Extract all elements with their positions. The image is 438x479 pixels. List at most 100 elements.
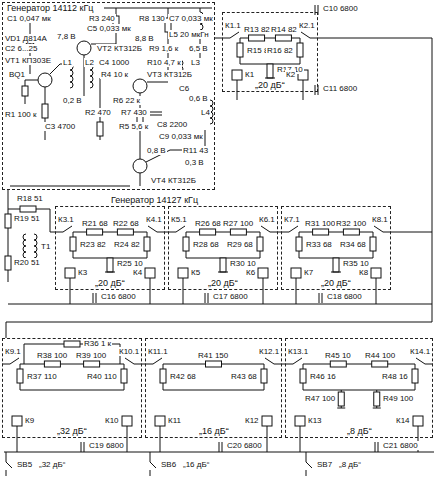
wire [134, 364, 142, 365]
part-label: R6 22 к [112, 96, 141, 105]
schematic-stroke [150, 112, 162, 115]
part-label: К13 [307, 416, 323, 425]
module-title: „20 дБ“ [320, 278, 352, 288]
schematic-stroke [5, 256, 11, 270]
wire [293, 358, 302, 364]
part-label: C21 6800 [382, 441, 419, 450]
part-label: R35 10 [342, 259, 370, 268]
part-label: К11.1 [147, 347, 169, 356]
part-label: BQ1 [8, 70, 26, 79]
resistor-symbol [12, 416, 22, 426]
schematic-stroke [23, 234, 37, 258]
schematic-stroke [4, 38, 434, 452]
wire [222, 442, 223, 452]
part-label: К5.1 [170, 215, 188, 224]
resistor-symbol [267, 64, 273, 78]
wire [6, 452, 7, 462]
part-label: L5 20 мкГн [168, 30, 210, 39]
part-label: R22 68 [112, 219, 140, 228]
part-label: К6.1 [258, 215, 276, 224]
resistor-symbol [183, 237, 189, 251]
part-label: „32 дБ“ [38, 460, 66, 469]
resistor-symbol [65, 268, 75, 278]
part-label: R44 100 [364, 351, 396, 360]
part-label: R30 10 [229, 259, 257, 268]
part-label: C3 4700 [44, 122, 76, 131]
schematic-stroke [77, 41, 91, 55]
part-label: R24 82 [113, 240, 141, 249]
part-label: C4 1000 [98, 58, 130, 67]
wire [265, 78, 275, 79]
wire [378, 442, 379, 452]
part-label: R32 100 [335, 219, 367, 228]
part-label: R26 68 [194, 219, 222, 228]
resistor-symbol [220, 258, 226, 272]
part-label: R2 470 [84, 108, 112, 117]
wire [263, 278, 264, 304]
part-label: R29 68 [226, 240, 254, 249]
schematic-stroke [4, 304, 434, 452]
part-label: 7,8 В [56, 32, 77, 41]
resistor-symbol [343, 229, 359, 235]
resistor-symbol [330, 361, 346, 367]
part-label: SB5 [16, 460, 33, 469]
part-label: C2 6...25 [4, 44, 38, 53]
part-label: К5 [190, 268, 201, 277]
schematic-stroke [133, 159, 147, 173]
part-label: 6,5 В [188, 44, 209, 53]
schematic-stroke [6, 38, 432, 338]
part-label: C16 6800 [100, 292, 137, 301]
resistor-symbol [374, 392, 380, 406]
wire [160, 426, 161, 452]
part-label: R1 100 к [4, 110, 38, 119]
resistor-symbol [313, 229, 329, 235]
resistor-symbol [296, 237, 302, 251]
wire [219, 442, 220, 452]
part-label: R48 16 [381, 372, 409, 381]
part-label: R31 100 [304, 219, 336, 228]
part-label: К7.1 [283, 215, 301, 224]
wire [237, 80, 238, 100]
module-title: „8 дБ“ [346, 426, 373, 436]
wire [183, 278, 184, 304]
part-label: R3 240 [88, 14, 116, 23]
part-label: C19 6800 [88, 441, 125, 450]
wire [306, 470, 307, 476]
wire [6, 470, 7, 476]
part-label: Генератор 14127 кГц [110, 195, 199, 205]
wire [337, 408, 345, 409]
part-label: К4 [132, 268, 143, 277]
part-label: L1 [62, 58, 73, 67]
part-label: К4.1 [145, 215, 163, 224]
wire [150, 452, 151, 462]
resistor-symbol [370, 237, 376, 251]
resistor-symbol [371, 268, 381, 278]
schematic-stroke [97, 122, 103, 136]
wire [84, 442, 85, 452]
part-label: R10 4,7 к [146, 58, 182, 67]
resistor-symbol [262, 416, 272, 426]
wire [319, 293, 320, 303]
part-label: R38 100 [36, 351, 68, 360]
wire [55, 232, 63, 233]
resistor-symbol [275, 35, 291, 41]
resistor-symbol [160, 369, 166, 383]
part-label: C6 [178, 84, 190, 93]
part-label: К6 [245, 268, 256, 277]
part-label: R23 82 [79, 240, 107, 249]
resistor-symbol [121, 369, 127, 383]
part-label: К7 [303, 268, 314, 277]
part-label: R39 100 [75, 351, 107, 360]
part-label: R36 1 к [83, 339, 112, 348]
wire [150, 462, 156, 468]
part-label: R7 430 [120, 108, 148, 117]
wire [300, 426, 301, 452]
schematic-stroke [5, 214, 11, 228]
resistor-symbol [300, 369, 306, 383]
resistor-symbol [333, 258, 339, 272]
wire [17, 426, 18, 452]
part-label: L3 [190, 58, 201, 67]
wire [63, 226, 72, 232]
part-label: К10 [104, 416, 120, 425]
